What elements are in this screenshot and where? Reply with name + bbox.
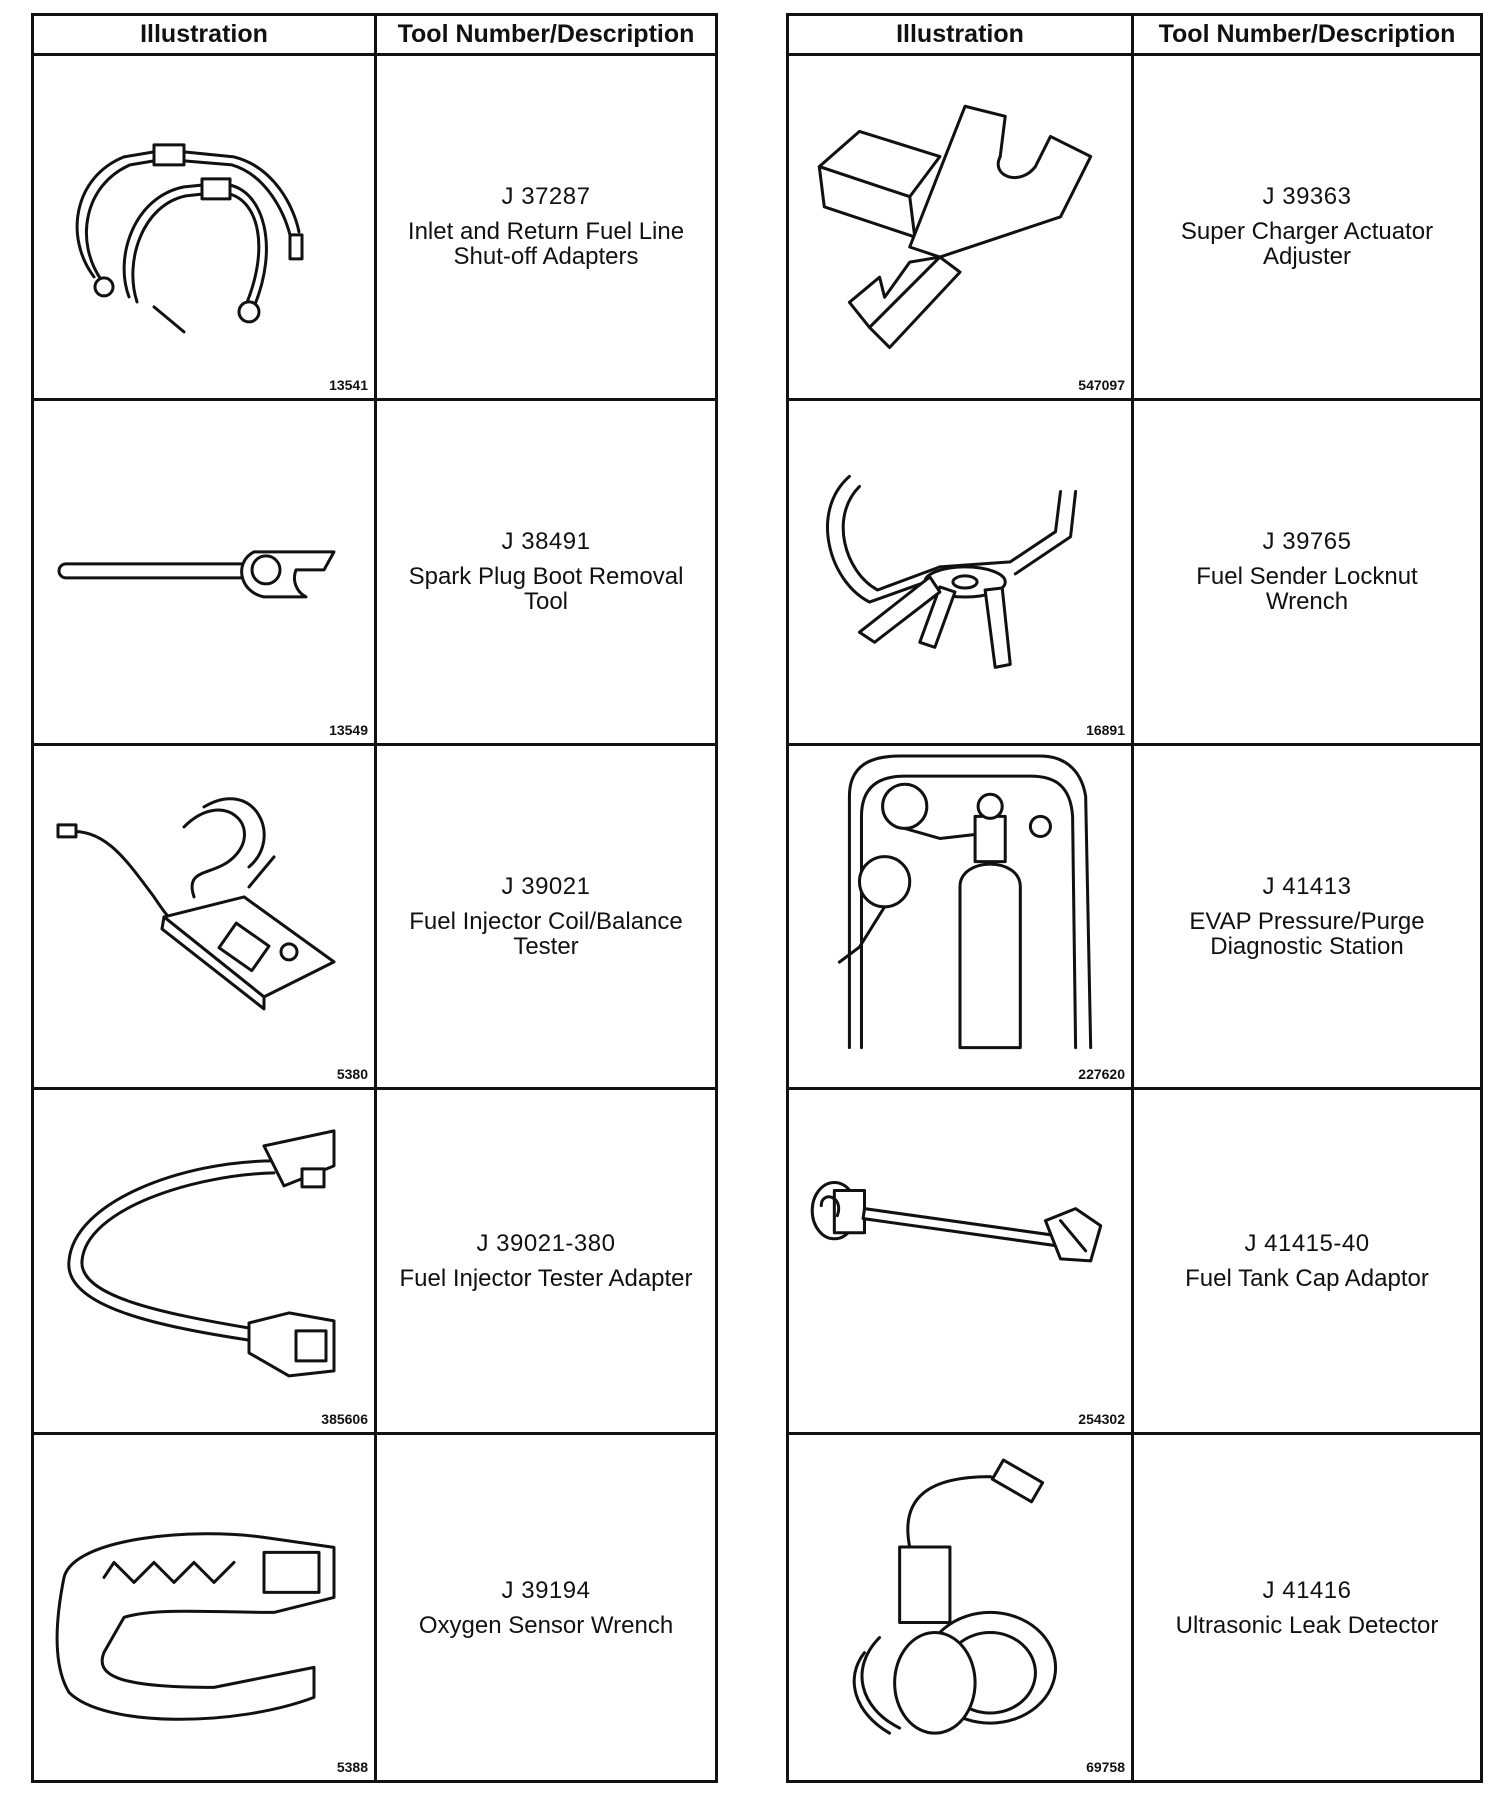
tool-table-right: Illustration Tool Number/Description 547… [786, 13, 1483, 1783]
tool-table-left: Illustration Tool Number/Description 135… [31, 13, 718, 1783]
tool-number: J 39021 [501, 872, 591, 900]
figure-number: 227620 [1078, 1066, 1125, 1083]
illustration-header: Illustration [789, 16, 1134, 56]
fuel-line-adapters-icon [75, 143, 304, 334]
injector-tester-icon [56, 796, 336, 1010]
tool-name: Ultrasonic Leak Detector [1175, 1611, 1439, 1639]
leak-detector-icon [852, 1458, 1058, 1735]
evap-station-icon [837, 754, 1093, 1049]
tool-number: J 39021-380 [476, 1230, 616, 1258]
illustration-cell: 69758 [789, 1435, 1134, 1780]
illustration-cell: 13541 [34, 56, 377, 401]
tool-name: Fuel Injector Coil/Balance Tester [409, 907, 683, 960]
figure-number: 13541 [329, 376, 368, 393]
oxygen-sensor-wrench-icon [55, 1532, 336, 1721]
illustration-cell: 385606 [34, 1090, 377, 1436]
tool-name: Fuel Sender Locknut Wrench [1196, 563, 1418, 616]
actuator-adjuster-icon [817, 104, 1093, 350]
tool-number: J 41413 [1262, 872, 1352, 900]
illustration-cell: 254302 [789, 1090, 1134, 1436]
tool-number: J 41416 [1262, 1576, 1352, 1604]
figure-number: 5380 [336, 1066, 368, 1083]
tool-name: Spark Plug Boot Removal Tool [408, 563, 684, 616]
figure-number: 13549 [329, 721, 368, 738]
illustration-cell: 5388 [34, 1435, 377, 1780]
tool-description-cell: J 39765 Fuel Sender Locknut Wrench [1134, 401, 1480, 746]
tester-adapter-cable-icon [67, 1129, 336, 1378]
tool-description-header: Tool Number/Description [377, 16, 715, 56]
tool-description-cell: J 37287 Inlet and Return Fuel Line Shut-… [377, 56, 715, 401]
tool-number: J 41415-40 [1244, 1230, 1370, 1258]
illustration-cell: 16891 [789, 400, 1134, 746]
tool-name: Inlet and Return Fuel Line Shut-off Adap… [407, 218, 685, 271]
figure-number: 16891 [1086, 721, 1125, 738]
figure-number: 5388 [336, 1758, 368, 1775]
tool-description-cell: J 41416 Ultrasonic Leak Detector [1134, 1435, 1480, 1780]
tool-description-cell: J 39021-380 Fuel Injector Tester Adapter [377, 1090, 715, 1436]
tank-cap-adaptor-icon [810, 1181, 1103, 1263]
tool-description-cell: J 39363 Super Charger Actuator Adjuster [1134, 56, 1480, 401]
tool-number: J 37287 [501, 183, 591, 211]
figure-number: 547097 [1078, 376, 1125, 393]
tool-number: J 39194 [501, 1576, 591, 1604]
tool-number: J 38491 [501, 528, 591, 556]
illustration-cell: 5380 [34, 745, 377, 1091]
tool-description-cell: J 41413 EVAP Pressure/Purge Diagnostic S… [1134, 746, 1480, 1091]
tool-description-cell: J 39021 Fuel Injector Coil/Balance Teste… [377, 746, 715, 1091]
tool-name: Fuel Injector Tester Adapter [399, 1265, 693, 1293]
tool-name: Fuel Tank Cap Adaptor [1185, 1265, 1429, 1293]
tool-name: Super Charger Actuator Adjuster [1180, 218, 1434, 271]
tool-description-header: Tool Number/Description [1134, 16, 1480, 56]
illustration-cell: 13549 [34, 400, 377, 746]
tool-number: J 39765 [1262, 528, 1352, 556]
illustration-cell: 547097 [789, 56, 1134, 401]
tool-number: J 39363 [1262, 183, 1352, 211]
figure-number: 254302 [1078, 1411, 1125, 1428]
locknut-wrench-icon [826, 474, 1078, 669]
illustration-cell: 227620 [789, 745, 1134, 1091]
tool-description-cell: J 41415-40 Fuel Tank Cap Adaptor [1134, 1090, 1480, 1436]
spark-plug-boot-tool-icon [57, 550, 336, 599]
illustration-header: Illustration [34, 16, 377, 56]
figure-number: 69758 [1086, 1758, 1125, 1775]
tool-name: Oxygen Sensor Wrench [418, 1611, 674, 1639]
tool-name: EVAP Pressure/Purge Diagnostic Station [1189, 907, 1425, 960]
tool-description-cell: J 39194 Oxygen Sensor Wrench [377, 1435, 715, 1780]
figure-number: 385606 [321, 1411, 368, 1428]
tool-description-cell: J 38491 Spark Plug Boot Removal Tool [377, 401, 715, 746]
